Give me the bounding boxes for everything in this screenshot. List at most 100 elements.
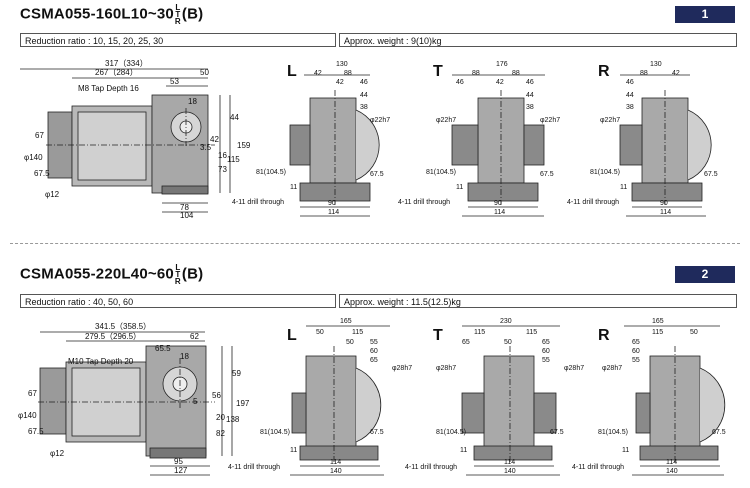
dimension-label: 114 (494, 209, 505, 216)
dimension-label: 95 (174, 457, 183, 466)
dimension-label: 88 (640, 70, 648, 77)
dim: 73 (218, 165, 227, 174)
dim: 18 (188, 97, 197, 106)
dimension-label: φ28h7 (392, 365, 412, 372)
dimension-label: 55 (632, 357, 640, 364)
dim: 159 (237, 141, 251, 150)
dimension-label: φ140 (18, 411, 37, 420)
dimension-label: 38 (626, 104, 634, 111)
dimension-label: φ28h7 (602, 365, 622, 372)
dimension-label: 114 (328, 209, 339, 216)
dimension-label: φ28h7 (564, 365, 584, 372)
dimension-label: φ28h7 (436, 365, 456, 372)
dimension-label: 42 (496, 79, 504, 86)
end-view-R-drawing (619, 74, 712, 217)
dimension-label: 81(104.5) (256, 169, 286, 176)
dimension-label: 46 (456, 79, 464, 86)
drawing-number-badge: 2 (675, 266, 735, 283)
dimension-label: 18 (180, 352, 189, 361)
dimension-label: 50 (504, 339, 512, 346)
dimension-label: 46 (626, 79, 634, 86)
dimension-label: 4-11 drill through (405, 464, 457, 471)
view-label-L: L (287, 327, 297, 344)
dimension-label: 115 (652, 329, 663, 336)
dimension-label: 81(104.5) (590, 169, 620, 176)
dimension-label: 67.5 (540, 171, 554, 178)
reduction-ratio-box: Reduction ratio : 40, 50, 60 (20, 294, 336, 308)
tap-depth-label: M8 Tap Depth 16 (78, 84, 139, 93)
dimension-label: 62 (190, 332, 199, 341)
dimension-label: 90 (660, 200, 668, 207)
side-view-drawing (38, 331, 233, 476)
dimension-label: 114 (660, 209, 671, 216)
dimension-label: 65.5 (155, 344, 171, 353)
dimension-label: 46 (526, 79, 534, 86)
dimension-label: 50 (690, 329, 698, 336)
dimension-label: 4-11 drill through (567, 199, 619, 206)
dimension-label: 42 (314, 70, 322, 77)
dimension-label: 11 (456, 184, 463, 191)
section-divider (10, 243, 740, 244)
end-view-R-drawing (624, 325, 726, 476)
dimension-label: 341.5（358.5） (95, 322, 151, 331)
dimension-label: 38 (360, 104, 368, 111)
dimension-label: 88 (472, 70, 480, 77)
view-label-R: R (598, 327, 610, 344)
dimension-label: 114 (666, 459, 677, 466)
dimension-label: 60 (370, 348, 378, 355)
dimension-label: 88 (344, 70, 352, 77)
dimension-label: 56 (212, 391, 221, 400)
dimension-label: 60 (542, 348, 550, 355)
dimension-label: 279.5（296.5） (85, 332, 141, 341)
dim: φ140 (24, 153, 43, 162)
approx-weight-box: Approx. weight : 11.5(12.5)kg (339, 294, 737, 308)
approx-weight-box: Approx. weight : 9(10)kg (339, 33, 737, 47)
dimension-label: 115 (474, 329, 485, 336)
dimension-label: 65 (462, 339, 470, 346)
dimension-label: 65 (542, 339, 550, 346)
dimension-label: 4-11 drill through (572, 464, 624, 471)
dimension-label: 81(104.5) (436, 429, 466, 436)
dimension-label: 44 (360, 92, 368, 99)
dimension-label: 115 (526, 329, 537, 336)
dimension-label: 140 (666, 468, 678, 475)
dimension-label: 67 (28, 389, 37, 398)
dimension-label: 140 (504, 468, 516, 475)
dimension-label: 11 (622, 447, 629, 454)
dimension-label: 4-11 drill through (232, 199, 284, 206)
dim: 53 (170, 77, 179, 86)
dimension-label: φ22h7 (436, 117, 456, 124)
dimension-label: φ22h7 (370, 117, 390, 124)
dimension-label: 130 (336, 61, 348, 68)
tap-depth-label: M10 Tap Depth 20 (68, 357, 134, 366)
dimension-label: 11 (460, 447, 467, 454)
dim: 16 (218, 151, 227, 160)
end-view-T-drawing (461, 325, 560, 476)
dimension-label: 165 (340, 318, 352, 325)
dimension-label: 127 (174, 466, 188, 475)
dimension-label: 67.5 (370, 171, 384, 178)
dimension-label: 114 (330, 459, 341, 466)
dimension-label: 50 (346, 339, 354, 346)
dimension-label: 11 (290, 184, 297, 191)
dimension-label: φ22h7 (600, 117, 620, 124)
dimension-label: 81(104.5) (426, 169, 456, 176)
end-view-L-drawing (289, 74, 380, 217)
dim: 267（284） (95, 68, 138, 77)
dimension-label: 115 (352, 329, 363, 336)
end-view-L-drawing (290, 325, 390, 476)
technical-drawing-1: L T R 317（334） 267（284） 50 53 18 3.5 42 … (20, 59, 718, 220)
dimension-label: 46 (360, 79, 368, 86)
dimension-label: 230 (500, 318, 512, 325)
dim: 67.5 (34, 169, 50, 178)
dim: 78 (180, 203, 189, 212)
dimension-label: 140 (330, 468, 342, 475)
dimension-label: φ22h7 (540, 117, 560, 124)
end-view-T-drawing (451, 74, 545, 217)
dimension-label: 65 (370, 357, 378, 364)
dimension-label: 67.5 (370, 429, 384, 436)
